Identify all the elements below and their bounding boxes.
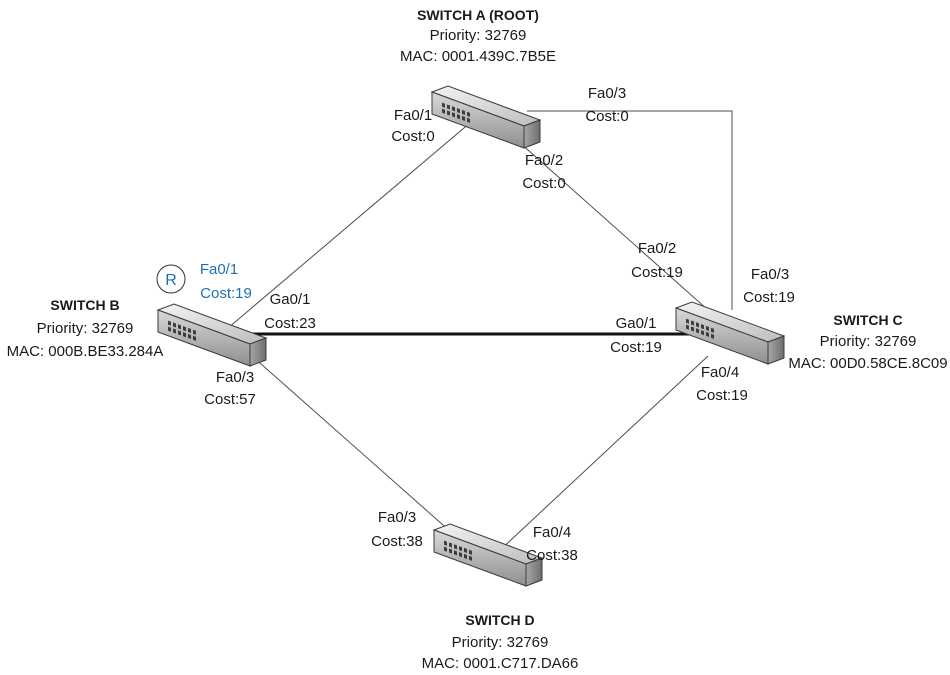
- port-b-fa03-cost: Cost:57: [204, 391, 256, 408]
- port-b-fa01-cost: Cost:19: [200, 285, 252, 302]
- port-c-ga01-cost: Cost:19: [610, 339, 662, 356]
- port-b-fa01-name: Fa0/1: [200, 261, 238, 278]
- switch-a-priority: Priority: 32769: [430, 27, 527, 44]
- port-c-fa04-cost: Cost:19: [696, 387, 748, 404]
- port-b-ga01-name: Ga0/1: [270, 291, 311, 308]
- switch-a-title: SWITCH A (ROOT): [417, 7, 539, 23]
- port-a-fa03-cost: Cost:0: [585, 108, 628, 125]
- link-a-c-fa03: [527, 110, 733, 310]
- port-c-fa02-cost: Cost:19: [631, 264, 683, 281]
- port-a-fa03-name: Fa0/3: [588, 85, 626, 102]
- port-c-fa03-name: Fa0/3: [751, 266, 789, 283]
- switch-b-mac: MAC: 000B.BE33.284A: [7, 343, 164, 360]
- switch-b-priority: Priority: 32769: [37, 320, 134, 337]
- port-c-fa04-name: Fa0/4: [701, 364, 739, 381]
- port-d-fa04-name: Fa0/4: [533, 524, 571, 541]
- port-c-fa03-cost: Cost:19: [743, 289, 795, 306]
- port-a-fa01-cost: Cost:0: [391, 128, 434, 145]
- port-b-fa03-name: Fa0/3: [216, 369, 254, 386]
- switch-b-icon[interactable]: [157, 303, 267, 367]
- switch-b-title: SWITCH B: [50, 297, 119, 313]
- link-a-b: [227, 121, 472, 329]
- link-c-d: [497, 355, 709, 553]
- port-a-fa02-name: Fa0/2: [525, 152, 563, 169]
- port-b-ga01-cost: Cost:23: [264, 315, 316, 332]
- switch-d-mac: MAC: 0001.C717.DA66: [422, 655, 579, 672]
- link-b-d: [251, 355, 461, 541]
- port-d-fa03-name: Fa0/3: [378, 509, 416, 526]
- port-a-fa02-cost: Cost:0: [522, 175, 565, 192]
- port-c-ga01-name: Ga0/1: [616, 315, 657, 332]
- switch-c-title: SWITCH C: [833, 312, 902, 328]
- switch-a-icon[interactable]: [431, 85, 541, 149]
- switch-c-priority: Priority: 32769: [820, 333, 917, 350]
- port-a-fa01-name: Fa0/1: [394, 107, 432, 124]
- switch-a-mac: MAC: 0001.439C.7B5E: [400, 48, 556, 65]
- link-a-c-fa02: [509, 133, 709, 311]
- root-port-marker: R: [165, 272, 177, 289]
- port-d-fa03-cost: Cost:38: [371, 533, 423, 550]
- switch-d-priority: Priority: 32769: [452, 634, 549, 651]
- port-c-fa02-name: Fa0/2: [638, 240, 676, 257]
- switch-d-title: SWITCH D: [465, 612, 534, 628]
- root-port-marker-circle: [156, 264, 186, 294]
- switch-c-mac: MAC: 00D0.58CE.8C09: [788, 355, 947, 372]
- switch-c-icon[interactable]: [675, 301, 785, 365]
- port-d-fa04-cost: Cost:38: [526, 547, 578, 564]
